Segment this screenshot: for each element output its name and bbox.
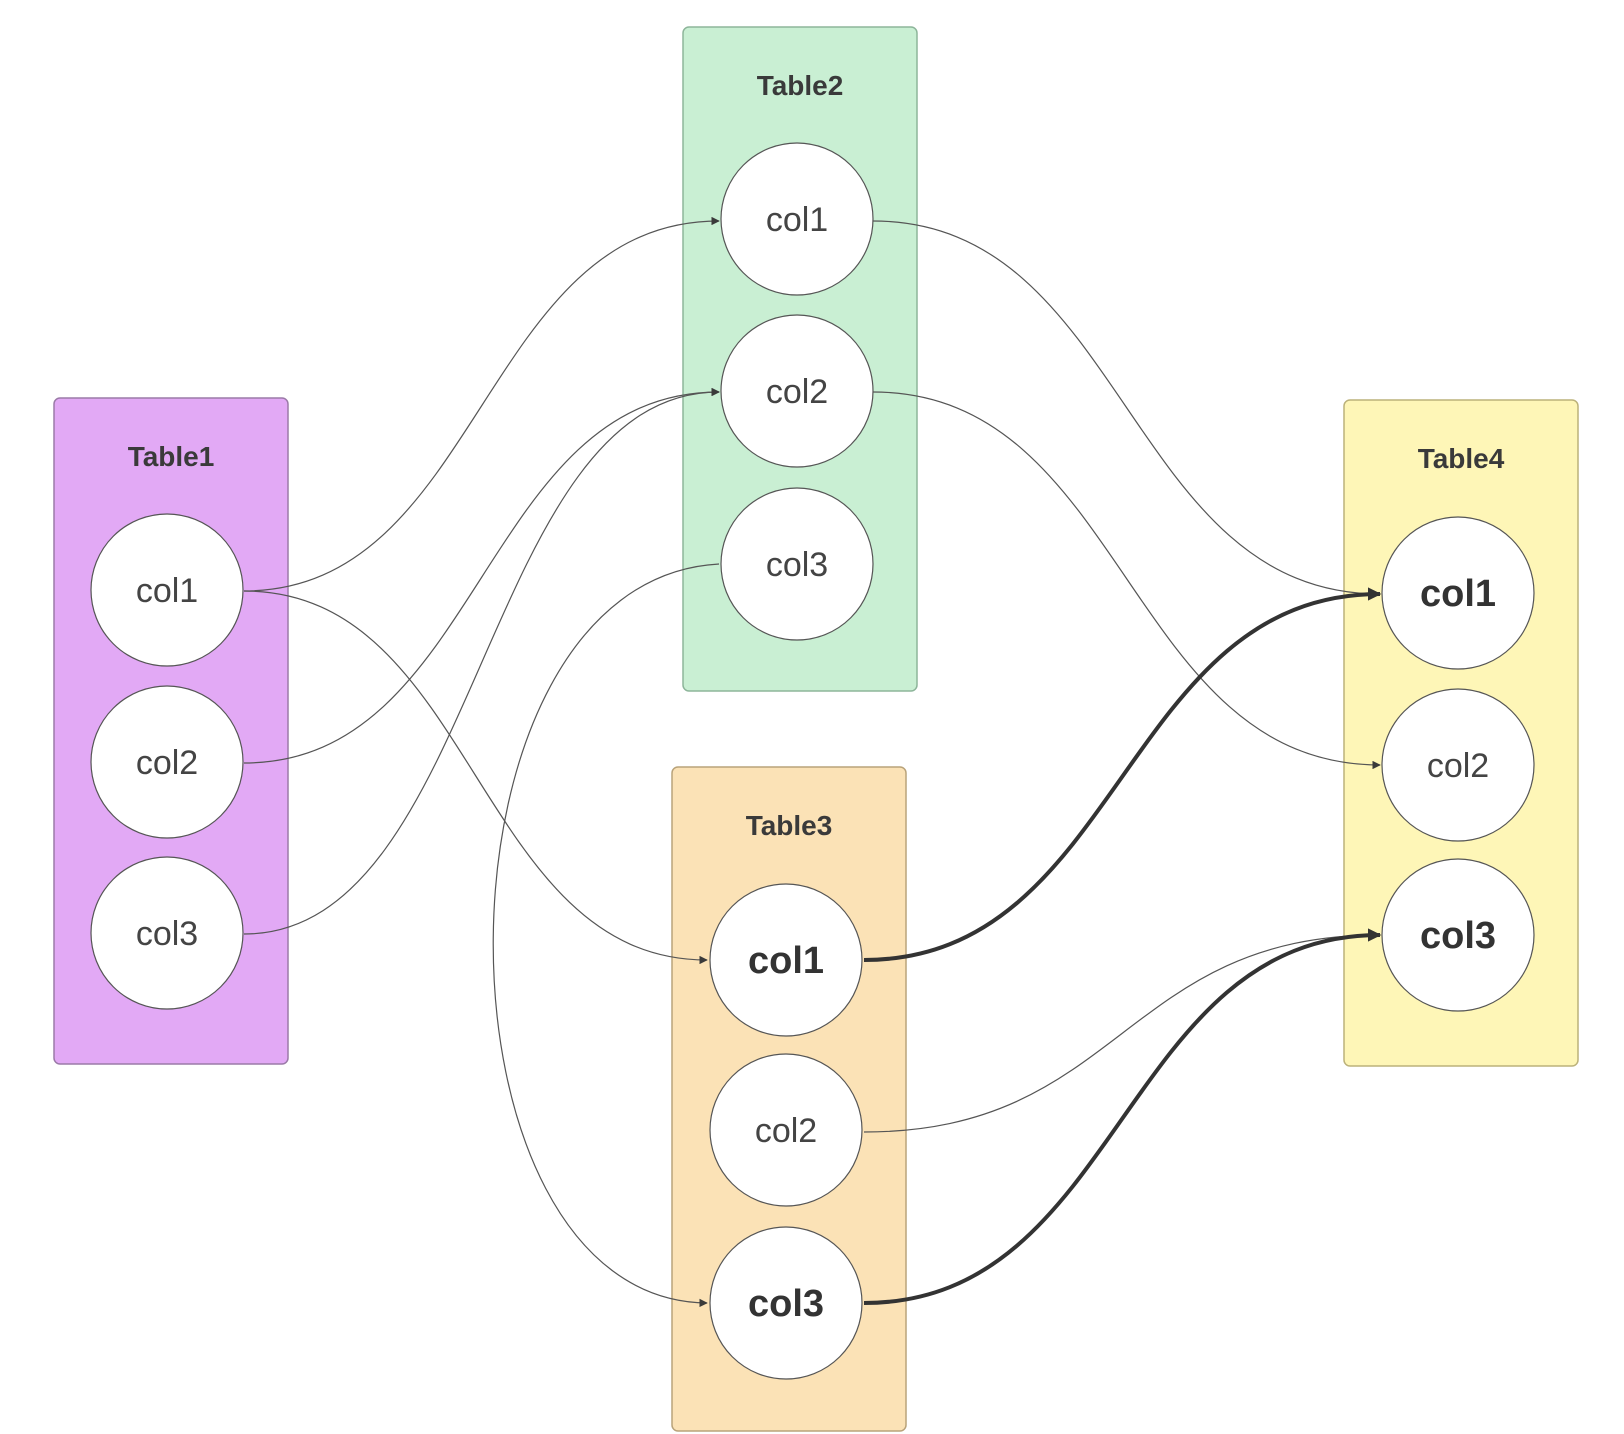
table4-title: Table4 — [1418, 443, 1505, 474]
column-label: col1 — [748, 940, 824, 982]
column-label: col1 — [766, 201, 828, 239]
edge-t1-col1-to-t2-col1 — [243, 216, 720, 592]
table3-col3-node[interactable]: col3 — [709, 1226, 863, 1380]
edge-t1-col3-to-t2-col2 — [243, 387, 720, 935]
table2-title: Table2 — [757, 70, 844, 101]
column-label: col3 — [1420, 915, 1496, 957]
edge-t2-col2-to-t4-col2 — [872, 391, 1381, 770]
table3-col2-node[interactable]: col2 — [709, 1053, 863, 1207]
table1-title: Table1 — [128, 441, 215, 472]
table1-col3-node[interactable]: col3 — [90, 856, 244, 1010]
table1-col1-node[interactable]: col1 — [90, 513, 244, 667]
edge-t3-col1-to-t4-col1 — [863, 587, 1382, 962]
edge-t1-col1-to-t3-col1 — [243, 590, 708, 965]
column-label: col3 — [136, 915, 198, 953]
edge-t3-col3-to-t4-col3 — [863, 928, 1382, 1305]
table4-col3-node[interactable]: col3 — [1381, 858, 1535, 1012]
column-label: col1 — [136, 572, 198, 610]
table3-title: Table3 — [746, 810, 833, 841]
table4-col1-node[interactable]: col1 — [1381, 516, 1535, 670]
edge-t3-col2-to-t4-col3 — [863, 930, 1381, 1133]
column-label: col2 — [1427, 747, 1489, 785]
table2-col3-node[interactable]: col3 — [720, 487, 874, 641]
edge-t2-col3-to-t3-col3 — [492, 563, 720, 1308]
column-label: col3 — [766, 546, 828, 584]
edge-t1-col2-to-t2-col2 — [243, 387, 720, 764]
column-label: col1 — [1420, 573, 1496, 615]
table2-col1-node[interactable]: col1 — [720, 142, 874, 296]
edge-t2-col1-to-t4-col1 — [872, 220, 1381, 599]
table2-col2-node[interactable]: col2 — [720, 314, 874, 468]
column-label: col2 — [136, 744, 198, 782]
table4-col2-node[interactable]: col2 — [1381, 688, 1535, 842]
column-label: col2 — [766, 373, 828, 411]
column-label: col2 — [755, 1112, 817, 1150]
table1-col2-node[interactable]: col2 — [90, 685, 244, 839]
table3-col1-node[interactable]: col1 — [709, 883, 863, 1037]
column-label: col3 — [748, 1283, 824, 1325]
